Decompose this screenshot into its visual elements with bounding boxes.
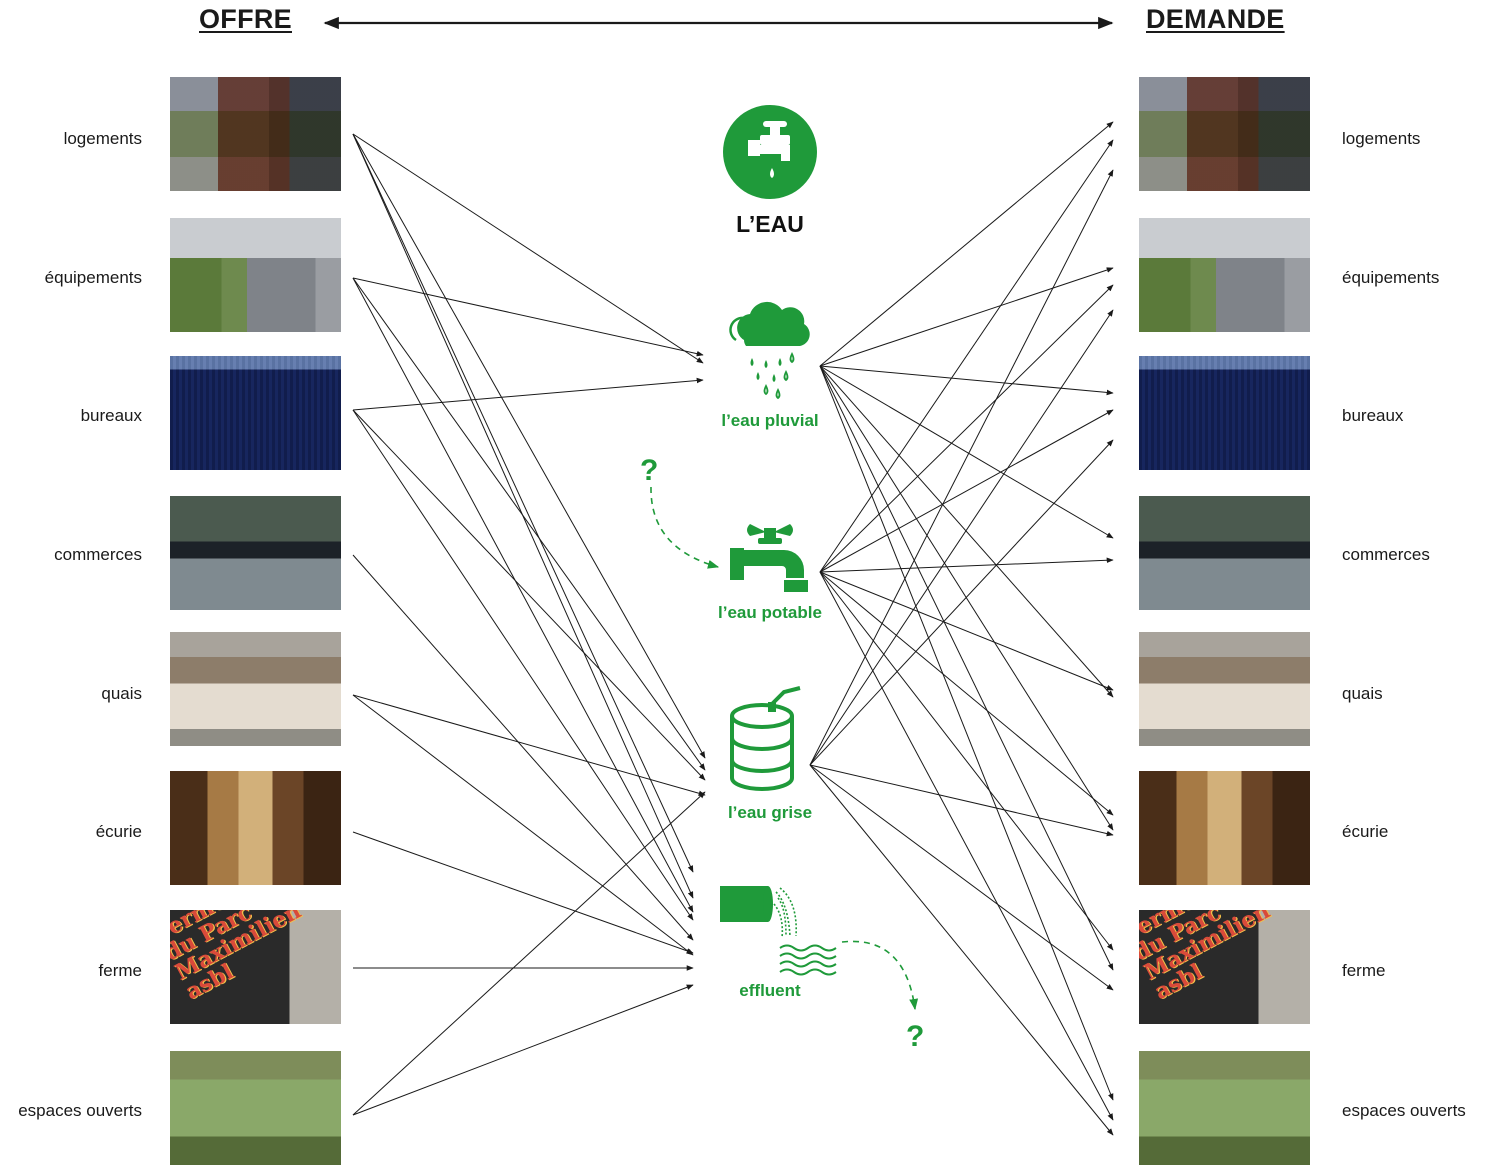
flow-arrow xyxy=(352,694,706,796)
node-eau-potable: l’eau potable xyxy=(690,520,850,623)
offre-label-quais: quais xyxy=(101,684,142,703)
flow-arrow xyxy=(819,365,1114,396)
offre-photo-espaces-ouverts xyxy=(170,1051,341,1165)
flow-arrow xyxy=(809,309,1114,766)
eau-title-icon xyxy=(690,104,850,205)
demande-photo-quais xyxy=(1139,632,1310,746)
offre-photo-bureaux xyxy=(170,356,341,470)
barrel-tank-icon xyxy=(730,686,801,791)
demande-label-ferme: ferme xyxy=(1342,961,1386,980)
ferme-sign-text: Ferme du Parc Maximilien asbl xyxy=(1139,910,1275,1006)
ferme-sign-text: Ferme du Parc Maximilien asbl xyxy=(170,910,306,1006)
node-label-effluent: effluent xyxy=(739,981,801,1000)
flow-arrow xyxy=(352,277,704,357)
offre-header: OFFRE xyxy=(199,4,292,34)
effluent-to-question-arrow xyxy=(841,940,919,1011)
offre-photo-logements xyxy=(170,77,341,191)
flow-arrow xyxy=(352,277,694,913)
demande-photo-logements xyxy=(1139,77,1310,191)
flow-arrow xyxy=(809,439,1114,766)
offre-label-bureaux: bureaux xyxy=(80,406,142,425)
offre-label-ecurie: écurie xyxy=(95,822,142,841)
demande-photo-bureaux xyxy=(1139,356,1310,470)
flow-arrow xyxy=(352,133,694,899)
offre-photo-commerces xyxy=(170,496,341,610)
flow-arrow xyxy=(352,133,704,364)
offre-photo-quais xyxy=(170,632,341,746)
flow-arrow xyxy=(819,121,1114,367)
flow-arrow xyxy=(809,169,1114,766)
offre-label-logements: logements xyxy=(63,129,142,148)
flow-arrow xyxy=(352,377,704,411)
flow-arrow xyxy=(819,365,1114,698)
flow-arrow xyxy=(352,277,706,771)
flow-arrow xyxy=(352,133,694,873)
demande-label-quais: quais xyxy=(1342,684,1383,703)
flow-arrow xyxy=(819,267,1114,367)
flow-arrow xyxy=(819,365,1114,831)
offre-label-espaces-ouverts: espaces ouverts xyxy=(18,1101,142,1120)
flow-arrow xyxy=(819,409,1114,573)
drain-pipe-icon xyxy=(720,886,837,976)
flow-arrow xyxy=(819,139,1114,573)
flow-arrow xyxy=(819,557,1114,573)
node-eau-grise: l’eau grise xyxy=(690,684,850,823)
demande-photo-equipements xyxy=(1139,218,1310,332)
flow-arrow xyxy=(352,984,694,1116)
demande-label-commerces: commerces xyxy=(1342,545,1430,564)
offre-photo-ecurie xyxy=(170,771,341,885)
demande-header: DEMANDE xyxy=(1146,4,1285,34)
flow-arrow xyxy=(819,365,1114,539)
node-label-grise: l’eau grise xyxy=(727,803,813,822)
question-mark-bottom: ? xyxy=(906,1020,925,1053)
flow-arrow xyxy=(819,571,1114,816)
demande-photo-ecurie xyxy=(1139,771,1310,885)
flow-arrow xyxy=(352,554,694,941)
offre-label-commerces: commerces xyxy=(54,545,142,564)
demande-label-logements: logements xyxy=(1342,129,1421,148)
flow-arrow xyxy=(809,764,1114,991)
flow-arrow xyxy=(352,409,706,781)
offre-label-equipements: équipements xyxy=(44,268,142,287)
question-mark-top: ? xyxy=(640,454,659,487)
eau-title: L’EAU xyxy=(736,211,804,237)
rain-cloud-icon xyxy=(729,301,810,400)
node-eau-pluvial: l’eau pluvial xyxy=(690,300,850,431)
offre-photo-ferme: Ferme du Parc Maximilien asbl xyxy=(170,910,341,1024)
demande-photo-ferme: Ferme du Parc Maximilien asbl xyxy=(1139,910,1310,1024)
offre-label-ferme: ferme xyxy=(98,961,142,980)
flow-arrow xyxy=(809,764,1114,837)
flow-arrow xyxy=(819,571,1114,951)
flow-arrow xyxy=(352,694,694,956)
demande-photo-commerces xyxy=(1139,496,1310,610)
flow-arrow xyxy=(352,409,694,921)
flow-arrow xyxy=(352,791,706,1116)
tap-circle-icon xyxy=(723,105,817,199)
demande-label-espaces-ouverts: espaces ouverts xyxy=(1342,1101,1466,1120)
node-effluent: effluent xyxy=(690,880,850,1001)
node-label-potable: l’eau potable xyxy=(718,603,822,622)
flow-arrow xyxy=(352,133,706,759)
flow-arrow xyxy=(819,571,1114,1121)
demande-label-ecurie: écurie xyxy=(1342,822,1389,841)
flow-arrow xyxy=(819,365,1114,1101)
flow-arrow xyxy=(809,764,1114,1136)
demande-label-bureaux: bureaux xyxy=(1342,406,1404,425)
flow-arrow xyxy=(352,831,694,954)
node-label-pluvial: l’eau pluvial xyxy=(721,411,819,430)
flow-arrow xyxy=(819,365,1114,971)
flow-arrow xyxy=(819,571,1114,691)
flow-arrow xyxy=(819,284,1114,573)
water-tap-icon xyxy=(730,524,808,592)
demande-label-equipements: équipements xyxy=(1342,268,1440,287)
offre-photo-equipements xyxy=(170,218,341,332)
question-to-potable-arrow xyxy=(650,486,720,569)
demande-photo-espaces-ouverts xyxy=(1139,1051,1310,1165)
